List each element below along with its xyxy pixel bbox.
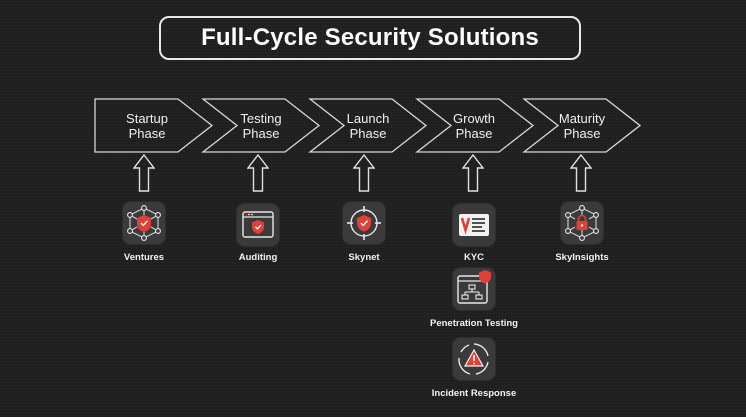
phase-growth-line1: Growth bbox=[453, 111, 495, 126]
phase-chevron-startup bbox=[94, 98, 214, 153]
browser-shield-icon bbox=[236, 203, 280, 247]
warning-cycle-icon bbox=[452, 337, 496, 381]
phase-launch-line1: Launch bbox=[346, 111, 390, 126]
phase-label-maturity: Maturity Phase bbox=[537, 111, 627, 141]
title-box: Full-Cycle Security Solutions bbox=[159, 16, 581, 60]
phase-startup-line1: Startup bbox=[126, 111, 168, 126]
page-title: Full-Cycle Security Solutions bbox=[201, 24, 539, 51]
network-shield-icon bbox=[122, 201, 166, 245]
up-arrow-icon bbox=[353, 154, 375, 192]
phase-label-growth: Growth Phase bbox=[429, 111, 519, 141]
phase-label-launch: Launch Phase bbox=[323, 111, 413, 141]
phase-chevron-maturity bbox=[522, 98, 642, 153]
phase-chevron-launch bbox=[308, 98, 428, 153]
phase-growth-line2: Phase bbox=[455, 126, 493, 141]
phase-label-startup: Startup Phase bbox=[102, 111, 192, 141]
up-arrow-icon bbox=[247, 154, 269, 192]
tool-label-skynet: Skynet bbox=[348, 252, 380, 263]
phase-chevron-growth bbox=[415, 98, 535, 153]
up-arrow-icon bbox=[133, 154, 155, 192]
tool-label-incident-response: Incident Response bbox=[431, 388, 517, 399]
tool-label-ventures: Ventures bbox=[123, 252, 165, 263]
phase-testing-line1: Testing bbox=[240, 111, 282, 126]
phase-maturity-line2: Phase bbox=[563, 126, 601, 141]
id-card-icon bbox=[452, 203, 496, 247]
phase-launch-line2: Phase bbox=[349, 126, 387, 141]
phase-startup-line2: Phase bbox=[128, 126, 166, 141]
hierarchy-shield-icon bbox=[452, 267, 496, 311]
tool-label-skyinsights: SkyInsights bbox=[555, 252, 609, 263]
tool-label-auditing: Auditing bbox=[238, 252, 278, 263]
network-lock-icon bbox=[560, 201, 604, 245]
up-arrow-icon bbox=[570, 154, 592, 192]
up-arrow-icon bbox=[462, 154, 484, 192]
tool-label-penetration-testing: Penetration Testing bbox=[430, 318, 518, 329]
phase-maturity-line1: Maturity bbox=[558, 111, 606, 126]
phase-chevron-testing bbox=[201, 98, 321, 153]
target-shield-icon bbox=[342, 201, 386, 245]
tool-label-kyc: KYC bbox=[463, 252, 485, 263]
phase-label-testing: Testing Phase bbox=[216, 111, 306, 141]
phase-testing-line2: Phase bbox=[242, 126, 280, 141]
